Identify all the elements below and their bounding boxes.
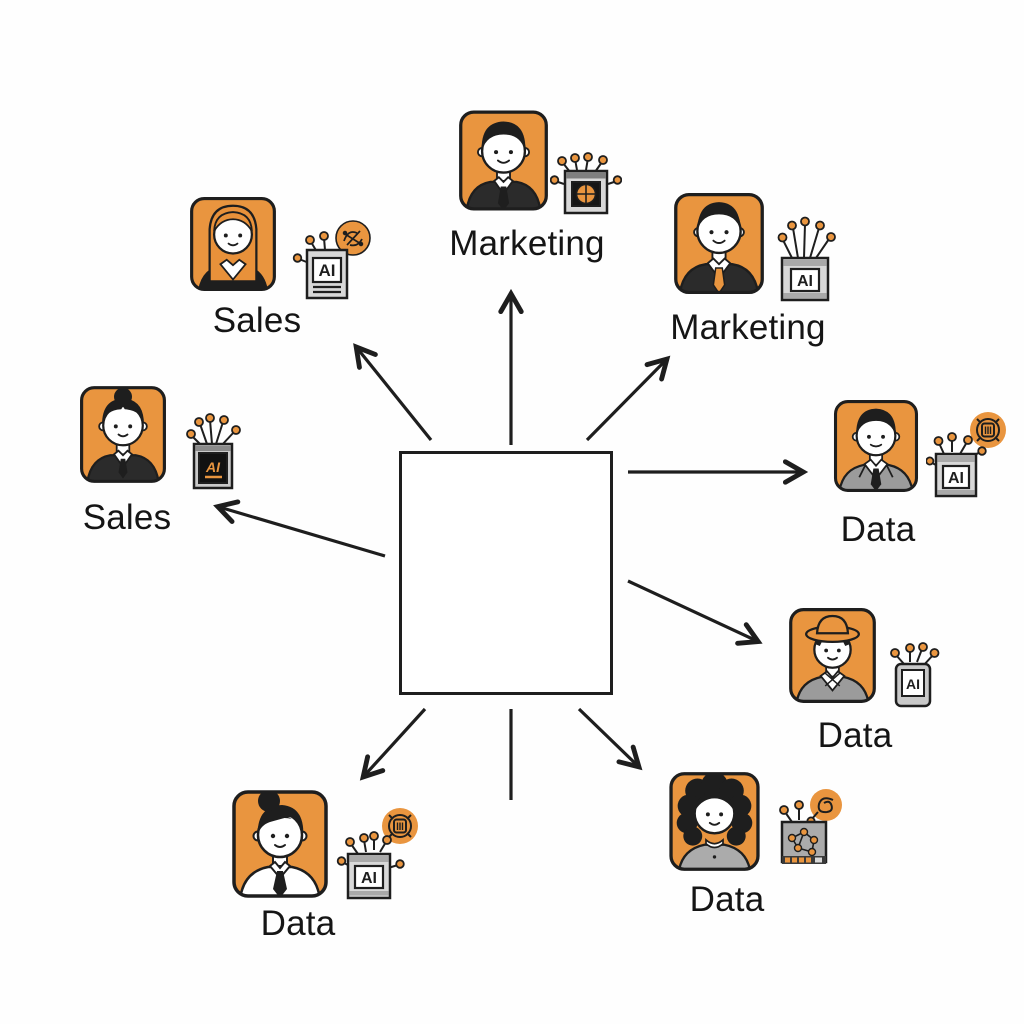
arrow-down-left [359, 707, 427, 781]
ai-dark-screen-chip-icon: AI [186, 413, 241, 490]
persona-sales-left: AI Sales [27, 382, 241, 537]
ai-chip-pillar-badge-icon: AI [926, 412, 1006, 498]
arrow-down-right-lower [577, 707, 643, 771]
ai-chip-icon: AI [777, 216, 836, 302]
arrow-left [213, 499, 386, 558]
persona-label: Sales [212, 301, 302, 340]
persona-data-bottom-left: AI Data [198, 788, 428, 943]
avatar-data-man-gray-suit-icon [833, 400, 919, 492]
chip-ai-text: AI [906, 676, 920, 692]
persona-label: Data [689, 880, 765, 919]
persona-marketing-top-right: AI Marketing [648, 188, 858, 350]
persona-label: Data [260, 904, 336, 943]
persona-marketing-top: Marketing [427, 104, 637, 276]
avatar-marketing-man-icon [459, 110, 548, 211]
ai-doc-chip-icon: AI [292, 220, 371, 300]
avatar-data-woman-curly-icon [669, 772, 760, 871]
persona-label: Data [817, 716, 893, 755]
persona-label: Marketing [670, 308, 826, 347]
arrow-up-left [353, 343, 433, 442]
chip-ai-text: AI [797, 273, 813, 290]
pie-chart-chip-icon [550, 152, 622, 215]
ai-tablet-chip-icon: AI [890, 642, 940, 708]
avatar-sales-woman-icon [190, 197, 276, 291]
chip-ai-text: AI [205, 459, 221, 475]
avatar-data-woman-topbun-icon [232, 790, 328, 898]
avatar-marketing-man-orange-tie-icon [674, 192, 764, 295]
persona-data-right: AI Data [778, 398, 1010, 548]
persona-label: Marketing [449, 224, 605, 263]
persona-label: Data [840, 510, 916, 549]
chip-ai-text: AI [948, 470, 964, 487]
avatar-data-person-hat-icon [789, 608, 876, 703]
persona-label: Sales [82, 498, 172, 537]
persona-data-mid-right: AI Data [755, 606, 965, 754]
chip-ai-text: AI [361, 870, 377, 887]
arrow-down-right-upper [627, 579, 763, 646]
central-node [399, 451, 613, 695]
chip-ai-text: AI [319, 261, 336, 280]
arrow-up-right [585, 355, 671, 442]
persona-sales-top-left: AI Sales [157, 195, 377, 340]
persona-data-bottom-right: Data [627, 770, 847, 918]
network-device-chip-icon [779, 789, 842, 864]
avatar-sales-woman-bun-icon [80, 386, 166, 483]
ai-chip-pillar-badge-icon: AI [336, 808, 418, 900]
